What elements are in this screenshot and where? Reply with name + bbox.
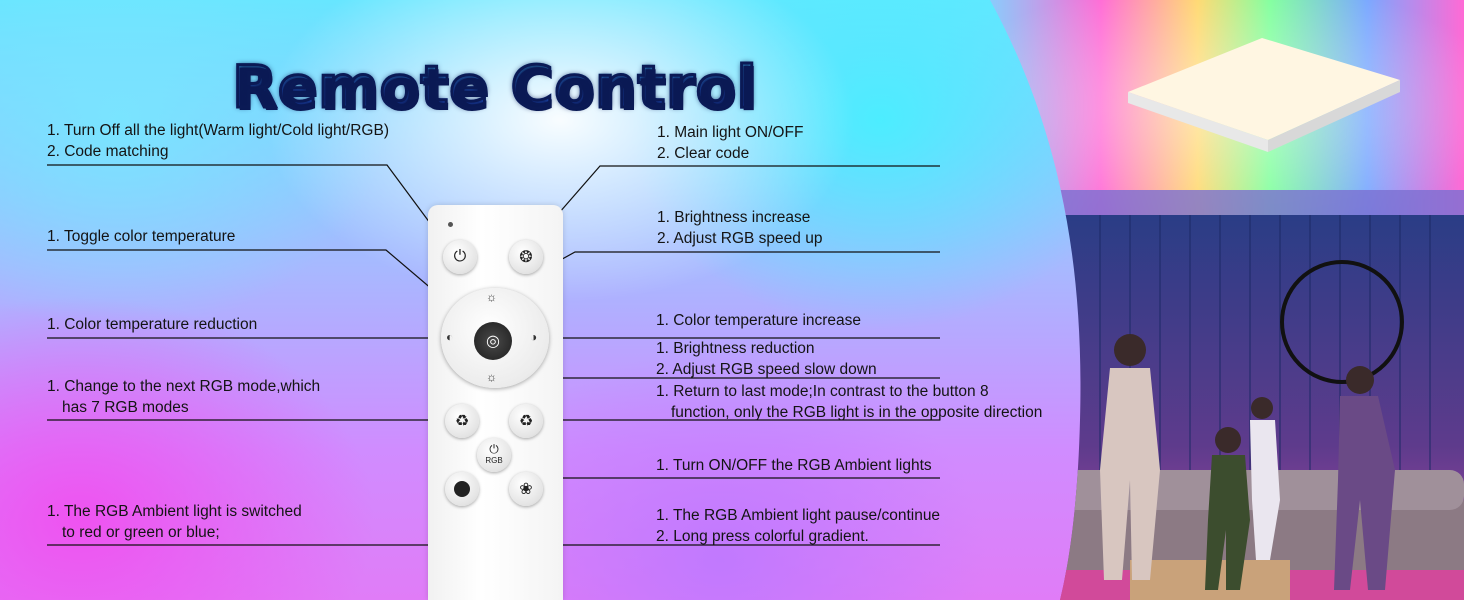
power-icon: ⏻ <box>453 248 467 265</box>
bulb-icon: ❂ <box>519 249 533 266</box>
pause-button[interactable]: ❀ <box>509 472 543 506</box>
color-temp-up-button[interactable]: ◑ <box>530 330 537 344</box>
callout-left-1: 1. Turn Off all the light(Warm light/Col… <box>47 122 389 160</box>
sun-icon: ☼ <box>486 290 497 304</box>
sun-icon: ☼ <box>486 370 497 384</box>
callout-left-2: 1. Toggle color temperature <box>47 228 236 245</box>
color-temp-down-button[interactable]: ◐ <box>446 330 453 344</box>
brightness-up-button[interactable]: ☼ <box>486 290 497 304</box>
color-temp-icon: ◑ <box>530 330 538 344</box>
next-mode-button[interactable]: ♻ <box>445 404 479 438</box>
indicator-led <box>448 222 453 227</box>
color-circle-icon <box>454 481 470 497</box>
color-temp-icon: ◐ <box>446 330 454 344</box>
callout-right-5: 1. Return to last mode;In contrast to th… <box>656 383 1043 421</box>
page-title: Remote Control <box>231 51 758 122</box>
power-button[interactable]: ⏻ <box>443 240 477 274</box>
color-cycle-icon: ◎ <box>486 333 500 350</box>
callout-right-3: 1. Color temperature increase <box>656 312 862 329</box>
previous-mode-button[interactable]: ♻ <box>509 404 543 438</box>
rgb-color-button[interactable] <box>445 472 479 506</box>
brightness-down-button[interactable]: ☼ <box>486 370 497 384</box>
pause-icon: ❀ <box>519 481 533 498</box>
toggle-color-temp-button[interactable]: ◎ <box>474 322 512 360</box>
mode-icon: ♻ <box>454 413 470 430</box>
callout-right-6: 1. Turn ON/OFF the RGB Ambient lights <box>656 457 932 474</box>
main-light-button[interactable]: ❂ <box>509 240 543 274</box>
rgb-power-button[interactable]: ⏻ RGB <box>477 438 511 472</box>
callout-left-3: 1. Color temperature reduction <box>47 316 258 333</box>
mode-icon: ♻ <box>518 413 534 430</box>
rgb-power-icon: ⏻ <box>489 442 499 456</box>
